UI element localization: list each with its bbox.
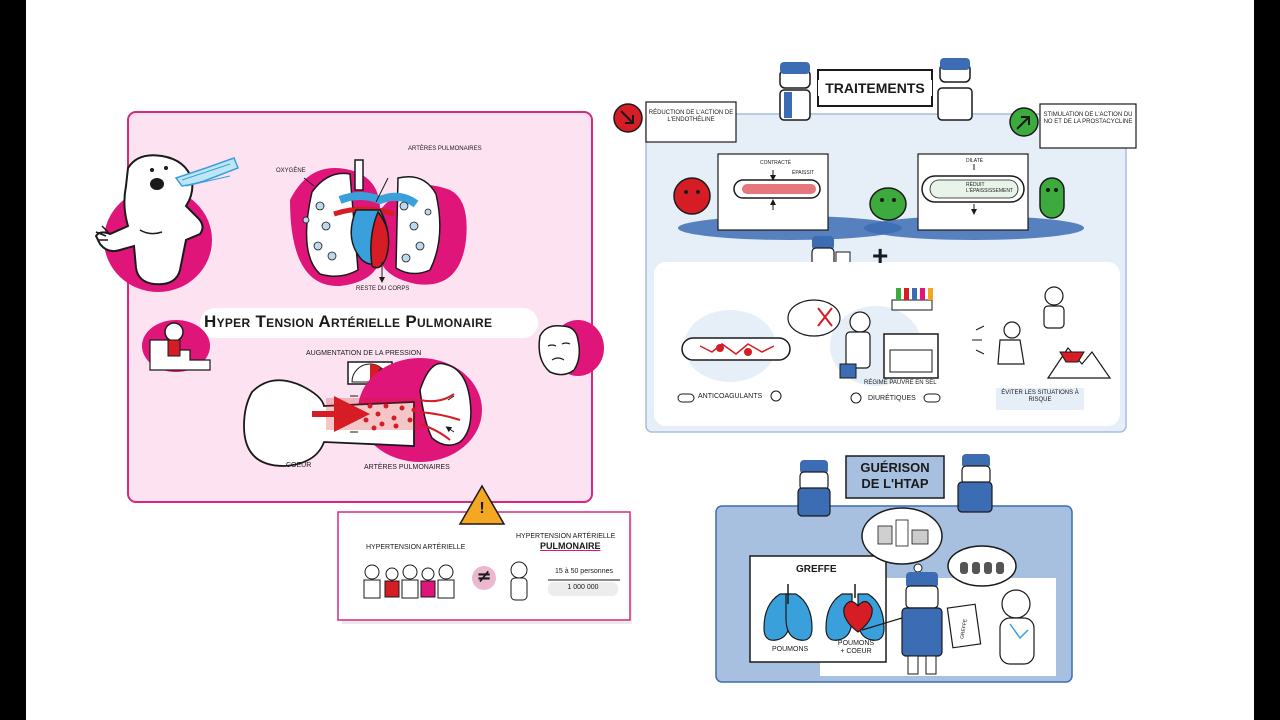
label-poumons-coeur-line1: POUMONS [837, 640, 875, 647]
label-regime: RÉGIME PAUVRE EN SEL [864, 380, 937, 386]
thought-bubble-xray [861, 507, 943, 573]
label-arteres-pulmonaires-bottom: ARTÈRES PULMONAIRES [364, 464, 450, 471]
patient-with-paper-icon [946, 589, 1035, 665]
label-reduction: RÉDUCTION DE L'ACTION DE L'ENDOTHÉLINE [648, 110, 734, 123]
guerison-panel [715, 454, 1073, 683]
pill-icon-middle [850, 392, 941, 404]
dilated-vessel [921, 175, 1025, 203]
label-reste-du-corps: RESTE DU CORPS [356, 286, 410, 292]
plus-sign: + [872, 240, 889, 271]
reduce-arrow-icon [613, 103, 643, 133]
thought-bubble-patients [947, 545, 1017, 587]
title-pill [200, 308, 538, 338]
label-coeur: COEUR [286, 462, 312, 469]
label-htap-line1: HYPERTENSION ARTÉRIELLE [516, 533, 616, 540]
single-person-icon [510, 561, 528, 601]
label-augmentation: AUGMENTATION DE LA PRESSION [306, 350, 422, 357]
doctor-pointing-icon [861, 572, 943, 675]
risk-scene [972, 286, 1112, 379]
breathing-character [94, 154, 204, 286]
label-epaissit: ÉPAISSIT [792, 170, 815, 176]
lungs-diagram [290, 159, 467, 287]
label-hypertension-arterielle: HYPERTENSION ARTÉRIELLE [366, 544, 466, 551]
label-diuretiques: DIURÉTIQUES [868, 395, 916, 402]
cooking-scene [787, 288, 939, 379]
stimulate-arrow-icon [1009, 107, 1039, 137]
contracted-vessel [733, 179, 821, 199]
htap-title: Hyper Tension Artérielle Pulmonaire [204, 312, 493, 331]
red-pill-character [673, 177, 711, 215]
breath-air-icon [174, 157, 239, 187]
label-reduit: RÉDUIT L'ÉPAISSISSEMENT [966, 182, 1013, 194]
label-arteres-pulmonaires-top: ARTÈRES PULMONAIRES [408, 146, 482, 152]
label-poumons-coeur-line2: + COEUR [840, 648, 872, 655]
guerison-title-line1: GUÉRISON [860, 460, 930, 475]
guerison-title-line2: DE L'HTAP [861, 476, 929, 491]
label-stimulation: STIMULATION DE L'ACTION DU NO ET DE LA P… [1043, 112, 1133, 125]
heart-artery-diagram [243, 358, 482, 467]
traitements-title: TRAITEMENTS [818, 80, 932, 96]
not-equal-badge [472, 566, 496, 590]
stat-bottom: 1 000 000 [567, 584, 599, 591]
doctor-right-icon [937, 58, 973, 121]
label-contracte: CONTRACTÉ [760, 160, 792, 166]
label-poumons-coeur: POUMONS + COEUR [834, 640, 878, 656]
crowd-icon [363, 564, 455, 599]
pill-icon-left [677, 390, 782, 403]
warning-icon [458, 484, 506, 525]
doctor-left-icon [779, 62, 811, 121]
lungs-icon [763, 584, 813, 641]
doctor-guerison-left-icon [797, 460, 831, 517]
label-oxygene: OXYGÈNE [276, 168, 306, 174]
label-greffe: GREFFE [796, 564, 837, 575]
guerison-title: GUÉRISON DE L'HTAP [846, 460, 944, 492]
stairs-character [142, 320, 211, 372]
label-htap-line2: PULMONAIRE [540, 541, 601, 551]
vessel-clot [681, 337, 791, 361]
tired-character [538, 320, 604, 376]
green-pill-character-right [1039, 177, 1065, 219]
label-poumons: POUMONS [772, 646, 809, 653]
label-eviter: ÉVITER LES SITUATIONS À RISQUE [1001, 390, 1079, 403]
warning-mark: ! [479, 500, 485, 517]
htap-panel [94, 111, 604, 503]
doctor-guerison-right-icon [957, 454, 993, 513]
comparison-panel [337, 484, 632, 624]
traitements-panel [613, 58, 1137, 433]
green-pill-character-left [869, 187, 907, 221]
not-equal-sign: ≠ [476, 566, 492, 587]
label-dilate: DILATÉ [966, 158, 984, 164]
stat-top: 15 à 50 personnes [555, 568, 613, 575]
label-anticoagulants: ANTICOAGULANTS [698, 393, 763, 400]
